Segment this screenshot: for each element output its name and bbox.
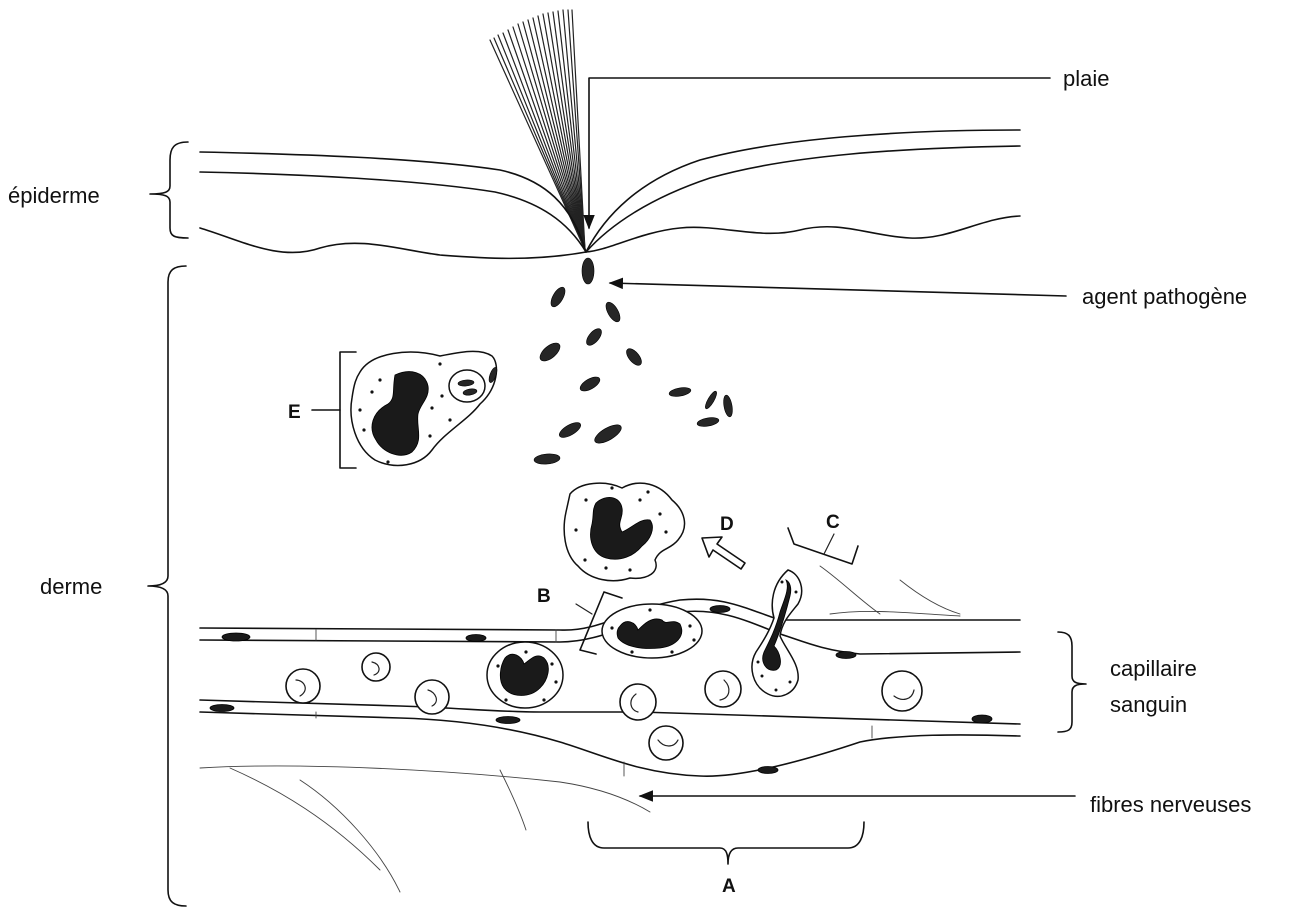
bacterium (534, 453, 561, 465)
bacterium (722, 394, 734, 417)
bacterium (703, 390, 718, 410)
label-d: D (720, 514, 734, 535)
nerve-fibres (200, 566, 960, 892)
label-c: C (826, 512, 840, 533)
bracket-capillaire (1058, 632, 1086, 732)
bacterium (668, 386, 691, 398)
label-e: E (288, 402, 301, 423)
red-blood-cells (286, 653, 922, 760)
bacterium (696, 416, 719, 428)
bacterium (578, 374, 602, 394)
bacterium (592, 421, 624, 446)
pointer-agent-pathogene (610, 283, 1066, 296)
label-capillaire: capillaire (1110, 656, 1197, 681)
migration-arrow-d (702, 537, 745, 569)
label-derme: derme (40, 574, 102, 599)
pointer-c (824, 534, 834, 554)
bracket-c (788, 528, 858, 564)
bacterium (537, 340, 563, 365)
label-epiderme: épiderme (8, 183, 100, 208)
bacterium (557, 420, 583, 441)
pointer-plaie (589, 78, 1050, 228)
thorn-splinter (490, 10, 585, 250)
pathogens (534, 258, 734, 465)
bacterium (603, 300, 623, 324)
phagocyte-cell-e (351, 351, 499, 465)
label-fibres-nerveuses: fibres nerveuses (1090, 792, 1251, 817)
label-agent-pathogene: agent pathogène (1082, 284, 1247, 309)
epidermis (200, 130, 1020, 258)
label-b: B (537, 586, 551, 607)
bacterium (624, 346, 645, 368)
bracket-epiderme (150, 142, 188, 238)
label-plaie: plaie (1063, 66, 1109, 91)
bacterium (584, 326, 605, 348)
leukocyte-cell-d (564, 483, 684, 581)
bacterium (548, 285, 568, 309)
bracket-a (588, 822, 864, 864)
label-sanguin: sanguin (1110, 692, 1187, 717)
label-a: A (722, 876, 736, 897)
bracket-derme (148, 266, 186, 906)
pointer-b (576, 604, 592, 614)
bacterium (582, 258, 594, 284)
